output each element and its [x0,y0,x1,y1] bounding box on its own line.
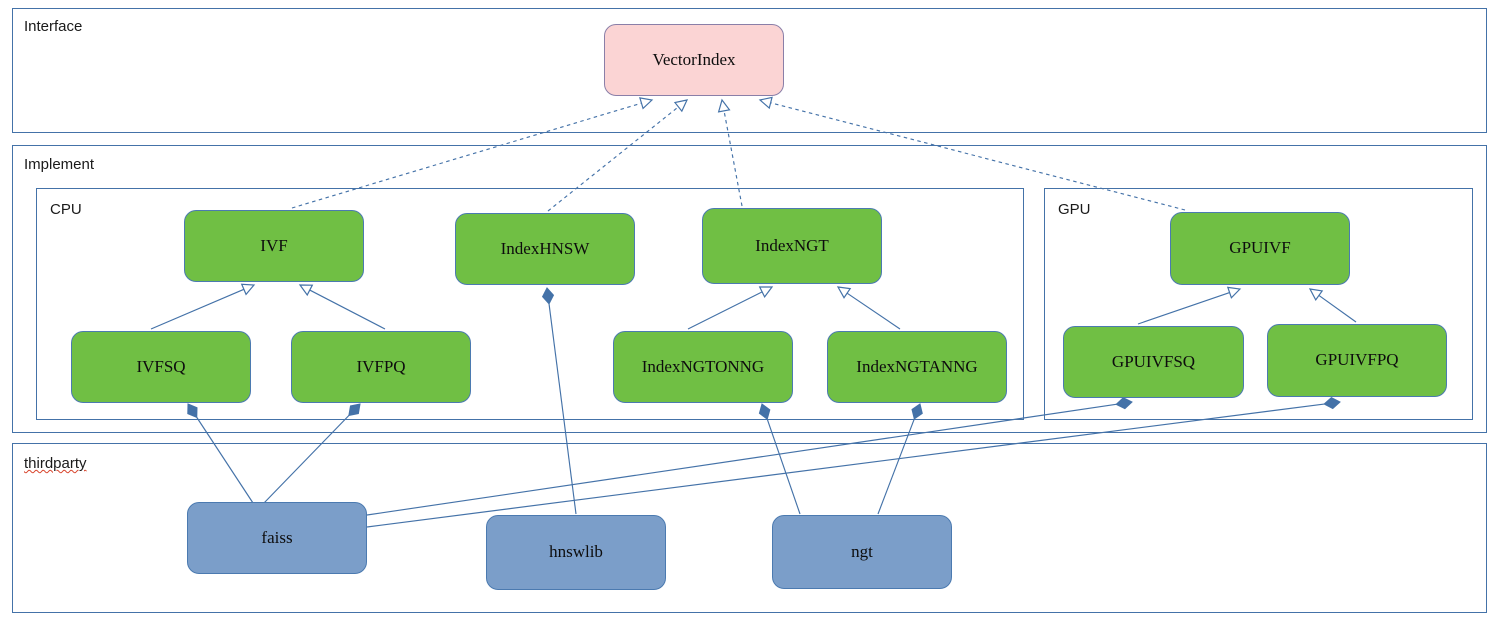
container-label-interface: Interface [24,18,83,35]
container-label-cpu: CPU [50,201,82,218]
container-implement [12,145,1487,433]
node-indexngtanng[interactable]: IndexNGTANNG [827,331,1007,403]
node-indexngtonng[interactable]: IndexNGTONNG [613,331,793,403]
container-label-implement: Implement [24,156,95,173]
node-indexhnsw[interactable]: IndexHNSW [455,213,635,285]
node-ngt[interactable]: ngt [772,515,952,589]
container-thirdparty [12,443,1487,613]
node-hnswlib[interactable]: hnswlib [486,515,666,590]
container-label-gpu: GPU [1058,201,1091,218]
node-faiss[interactable]: faiss [187,502,367,574]
node-gpuivfpq[interactable]: GPUIVFPQ [1267,324,1447,397]
node-vectorindex[interactable]: VectorIndex [604,24,784,96]
node-ivf[interactable]: IVF [184,210,364,282]
node-ivfpq[interactable]: IVFPQ [291,331,471,403]
node-gpuivf[interactable]: GPUIVF [1170,212,1350,285]
node-indexngt[interactable]: IndexNGT [702,208,882,284]
node-ivfsq[interactable]: IVFSQ [71,331,251,403]
container-gpu [1044,188,1473,420]
node-gpuivfsq[interactable]: GPUIVFSQ [1063,326,1244,398]
container-interface [12,8,1487,133]
container-cpu [36,188,1024,420]
container-label-thirdparty: thirdparty [24,455,87,472]
